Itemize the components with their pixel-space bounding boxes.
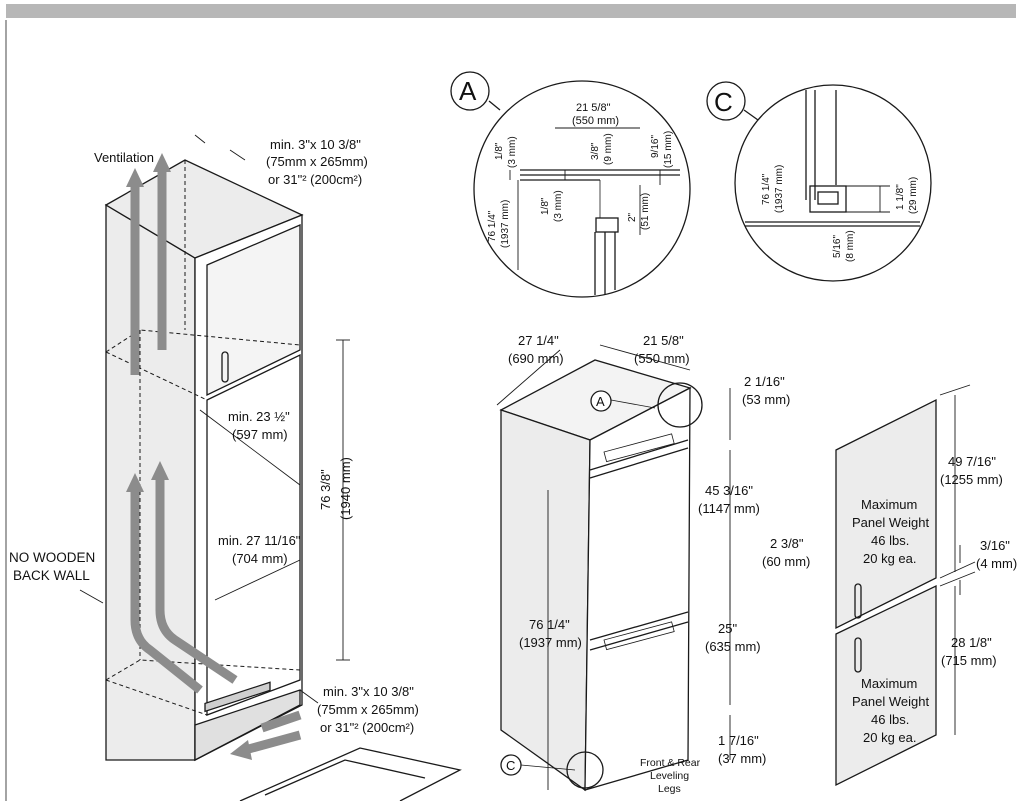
header-bar [6,4,1016,18]
no-wooden-back-wall-line2: BACK WALL [13,568,90,583]
panel-lower-text-line4: 20 kg ea. [863,730,917,745]
vent-arrow-inlet-2 [260,710,302,733]
lower-panel-handle [854,637,862,673]
panel-upper-text-line1: Maximum [861,497,917,512]
a-18-bottom-line1: 1/8" [540,197,551,215]
fridge-upper-door-line2: (1147 mm) [698,501,760,516]
niche-height-line1: 76 3/8" [318,469,333,510]
niche-width-line2: (597 mm) [232,427,288,442]
a-2-line2: (51 mm) [640,193,651,230]
callout-a-badge [590,390,612,412]
upper-furniture-door [206,224,301,397]
vent-bottom-spec-line3: or 31"² (200cm²) [320,720,414,735]
no-wooden-back-wall-line1: NO WOODEN [9,550,95,565]
c-height-line1: 76 1/4" [761,173,772,205]
panel-upper-dim-line2: (1255 mm) [940,472,1003,487]
c-516-line1: 5/16" [832,235,843,258]
a-38-line1: 3/8" [590,142,601,160]
panel-lower-dim-line2: (715 mm) [941,653,997,668]
a-916-line1: 9/16" [650,135,661,158]
panel-gap-line2: (4 mm) [976,556,1017,571]
panel-upper-text-line3: 46 lbs. [871,533,909,548]
detail-a-badge [450,71,490,111]
a-width-line2: (550 mm) [572,115,619,127]
fridge-upper-door-line1: 45 3/16" [705,483,753,498]
cabinet-drawing [79,134,462,801]
panel-lower-dim-line1: 28 1/8" [951,635,992,650]
niche-width-line1: min. 23 ½" [228,409,290,424]
c-118-line1: 1 1/8" [895,184,906,210]
panel-upper-dim-line1: 49 7/16" [948,454,996,469]
vent-arrow-lower-left [130,490,203,694]
fridge-2116-line1: 2 1/16" [744,374,785,389]
a-18-top-line1: 1/8" [494,142,505,160]
vent-top-spec-line1: min. 3"x 10 3/8" [270,137,361,152]
a-2-line1: 2" [627,212,638,222]
fridge-callout-a-letter: A [596,394,605,409]
panel-upper-text-line2: Panel Weight [852,515,929,530]
panel-lower-text-line1: Maximum [861,676,917,691]
panel-upper-text-line4: 20 kg ea. [863,551,917,566]
fridge-height-line2: (1937 mm) [519,635,582,650]
niche-height-line2: (1940 mm) [338,457,353,520]
door-panels-drawing [835,384,976,787]
detail-a [450,71,691,298]
fridge-depth-line1: 27 1/4" [518,333,559,348]
vent-arrow-inlet-1 [243,730,302,755]
detail-c-letter: C [714,87,733,117]
a-18-bottom-line2: (3 mm) [553,190,564,222]
detail-c-badge [706,81,746,121]
a-916-line2: (15 mm) [663,131,674,168]
vent-top-spec-line2: (75mm x 265mm) [266,154,368,169]
vent-bottom-spec-line1: min. 3"x 10 3/8" [323,684,414,699]
c-516-line2: (8 mm) [845,230,856,262]
fridge-2116-line2: (53 mm) [742,392,790,407]
a-38-line2: (9 mm) [603,133,614,165]
refrigerator-drawing [496,344,731,792]
niche-opening [206,353,301,716]
upper-door-handle [221,351,229,383]
upper-door-panel [835,398,937,630]
fridge-callout-c-letter: C [506,758,515,773]
a-height-line2: (1937 mm) [500,200,511,248]
fridge-1716-line1: 1 7/16" [718,733,759,748]
a-width-line1: 21 5/8" [576,102,611,114]
panel-lower-text-line3: 46 lbs. [871,712,909,727]
a-height-line1: 76 1/4" [487,210,498,242]
lower-door-panel [835,584,937,787]
detail-c [706,81,932,282]
fridge-lower-door-line2: (635 mm) [705,639,761,654]
fridge-width-line1: 21 5/8" [643,333,684,348]
panel-gap-line1: 3/16" [980,538,1010,553]
leveling-legs-line2: Leveling [650,770,689,782]
panel-lower-text-line2: Panel Weight [852,694,929,709]
ventilation-label: Ventilation [94,150,154,165]
vent-bottom-spec-line2: (75mm x 265mm) [317,702,419,717]
fridge-238-line1: 2 3/8" [770,536,804,551]
a-18-top-line2: (3 mm) [507,136,518,168]
leveling-legs-line3: Legs [658,783,681,795]
leveling-legs-line1: Front & Rear [640,757,701,769]
c-118-line2: (29 mm) [908,177,919,214]
fridge-238-line2: (60 mm) [762,554,810,569]
c-height-line2: (1937 mm) [774,165,785,213]
vent-top-spec-line3: or 31"² (200cm²) [268,172,362,187]
fridge-width-line2: (550 mm) [634,351,690,366]
vent-arrow-lower-right [155,478,238,684]
fridge-1716-line2: (37 mm) [718,751,766,766]
fridge-depth-line2: (690 mm) [508,351,564,366]
niche-depth-line1: min. 27 11/16" [218,533,301,548]
niche-depth-line2: (704 mm) [232,551,288,566]
detail-a-letter: A [459,76,477,106]
fridge-height-line1: 76 1/4" [529,617,570,632]
upper-panel-handle [854,583,862,619]
fridge-lower-door-line1: 25" [718,621,737,636]
